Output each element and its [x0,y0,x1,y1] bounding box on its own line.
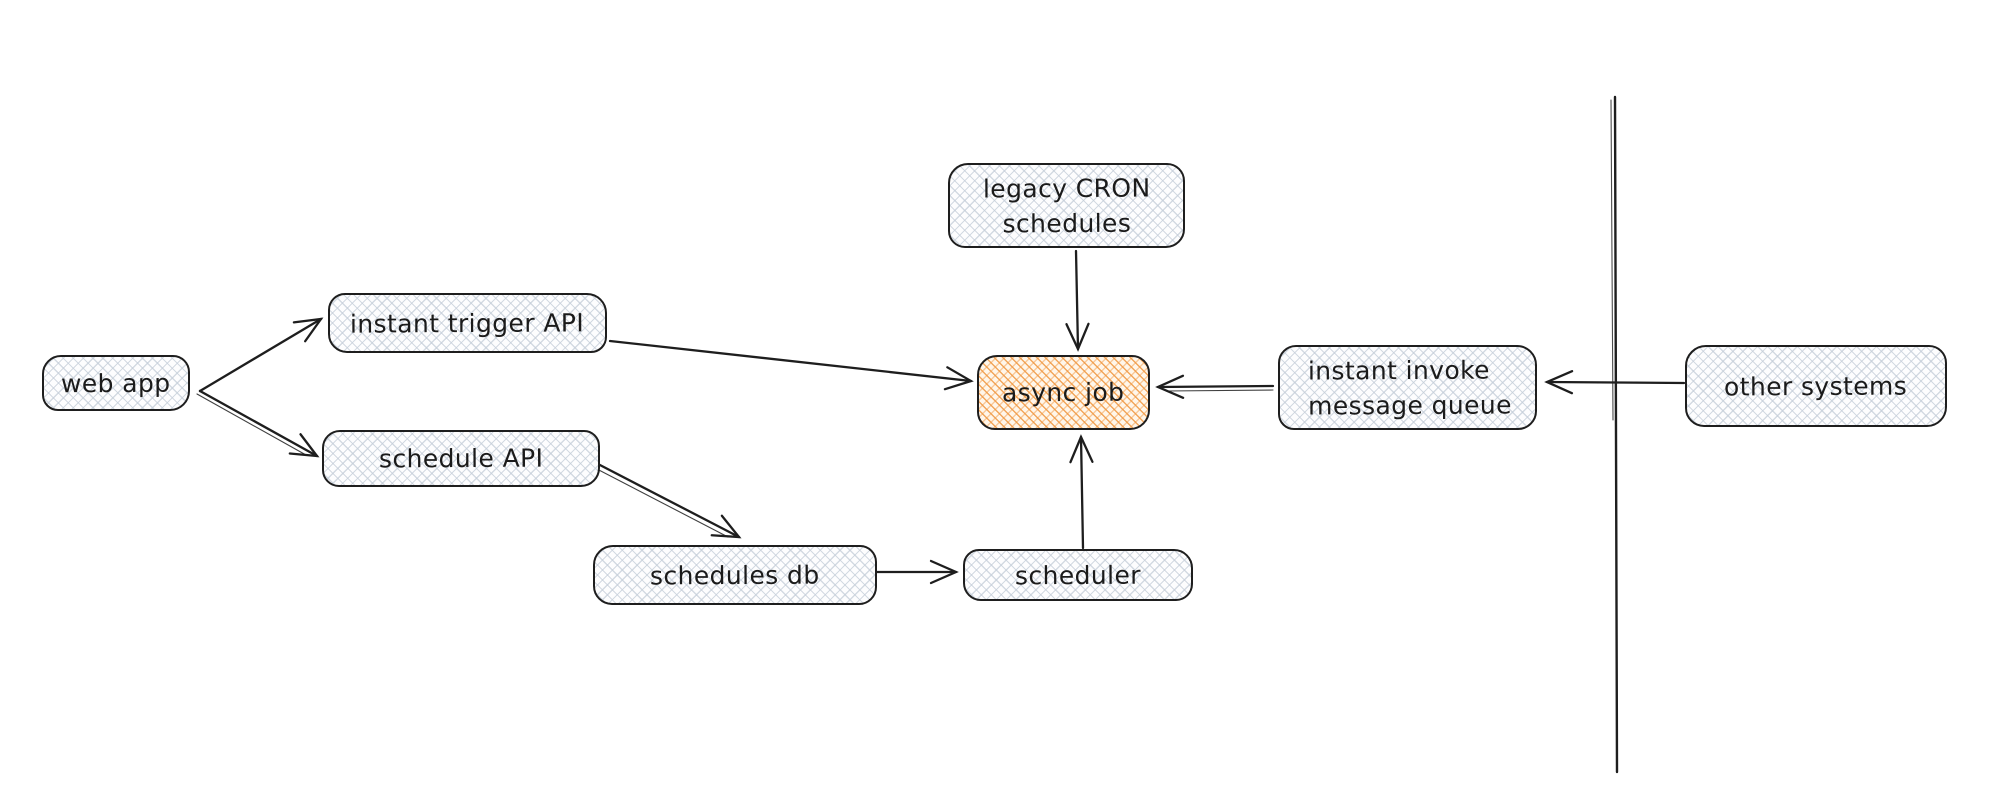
edge-web-app-to-instant-trigger-api[interactable] [198,317,324,393]
edge-instant-invoke-message-queue-to-async-job[interactable] [1155,374,1275,399]
edge-schedule-api-to-schedules-db[interactable] [594,462,742,539]
node-legacy-cron-schedules-label: legacy CRON schedules [982,173,1151,238]
divider-line[interactable] [1610,95,1619,774]
node-schedule-api[interactable]: schedule API [322,430,600,487]
node-async-job-label: async job [1002,377,1125,408]
node-async-job[interactable]: async job [977,355,1150,430]
node-instant-trigger-api[interactable]: instant trigger API [328,293,607,353]
edge-scheduler-to-async-job[interactable] [1069,434,1094,550]
node-scheduler[interactable]: scheduler [963,549,1193,601]
node-other-systems-label: other systems [1724,371,1908,401]
node-schedule-api-label: schedule API [378,443,544,474]
edge-instant-trigger-api-to-async-job[interactable] [608,339,974,391]
edge-legacy-cron-schedules-to-async-job[interactable] [1065,249,1090,352]
node-schedules-db[interactable]: schedules db [593,545,877,605]
node-scheduler-label: scheduler [1014,560,1142,590]
edge-web-app-to-schedule-api[interactable] [196,389,320,458]
node-instant-trigger-api-label: instant trigger API [350,307,585,339]
node-web-app[interactable]: web app [42,355,190,411]
node-web-app-label: web app [61,368,171,398]
node-instant-invoke-message-queue[interactable]: instant invoke message queue [1278,345,1537,430]
node-legacy-cron-schedules[interactable]: legacy CRON schedules [948,163,1185,248]
node-instant-invoke-message-queue-label: instant invoke message queue [1307,355,1512,421]
node-other-systems[interactable]: other systems [1685,345,1947,427]
node-schedules-db-label: schedules db [650,560,820,590]
